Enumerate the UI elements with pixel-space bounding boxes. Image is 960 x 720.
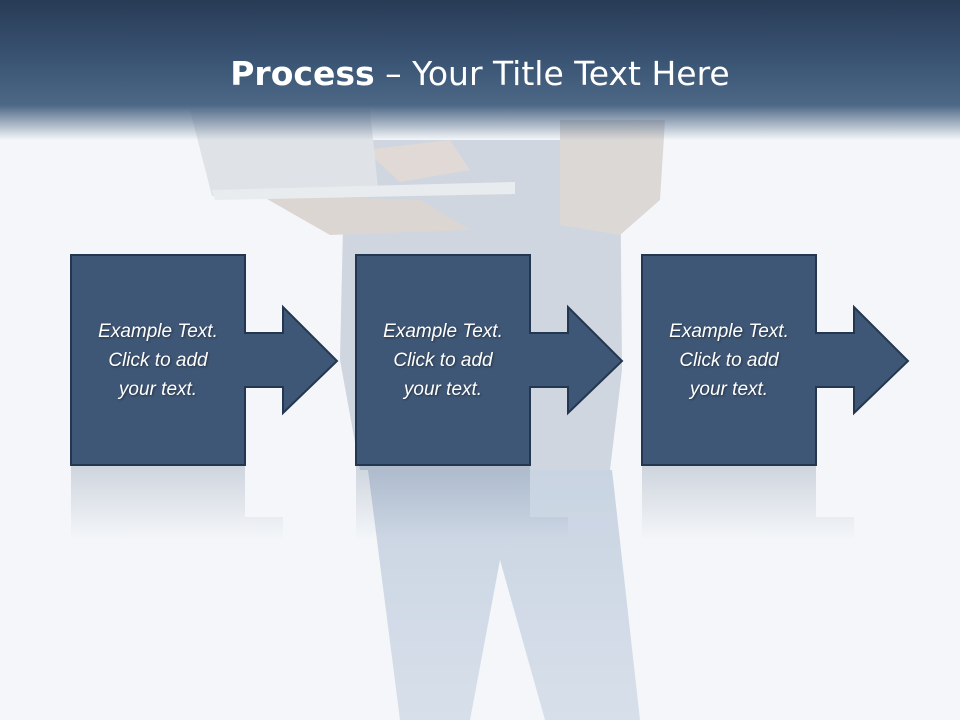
step-arrow-shape — [70, 254, 339, 540]
process-step-3[interactable]: Example Text. Click to add your text. — [641, 254, 917, 540]
step-arrow-shape — [641, 254, 910, 540]
process-step-2[interactable]: Example Text. Click to add your text. — [355, 254, 631, 540]
step-text[interactable]: Example Text. Click to add your text. — [383, 320, 503, 400]
title-bold: Process — [230, 54, 375, 93]
slide-title[interactable]: Process – Your Title Text Here — [0, 52, 960, 96]
step-text[interactable]: Example Text. Click to add your text. — [98, 320, 218, 400]
title-rest: – Your Title Text Here — [374, 54, 730, 93]
process-step-1[interactable]: Example Text. Click to add your text. — [70, 254, 346, 540]
title-bar — [0, 0, 960, 140]
step-arrow-shape — [355, 254, 624, 540]
step-text[interactable]: Example Text. Click to add your text. — [669, 320, 789, 400]
